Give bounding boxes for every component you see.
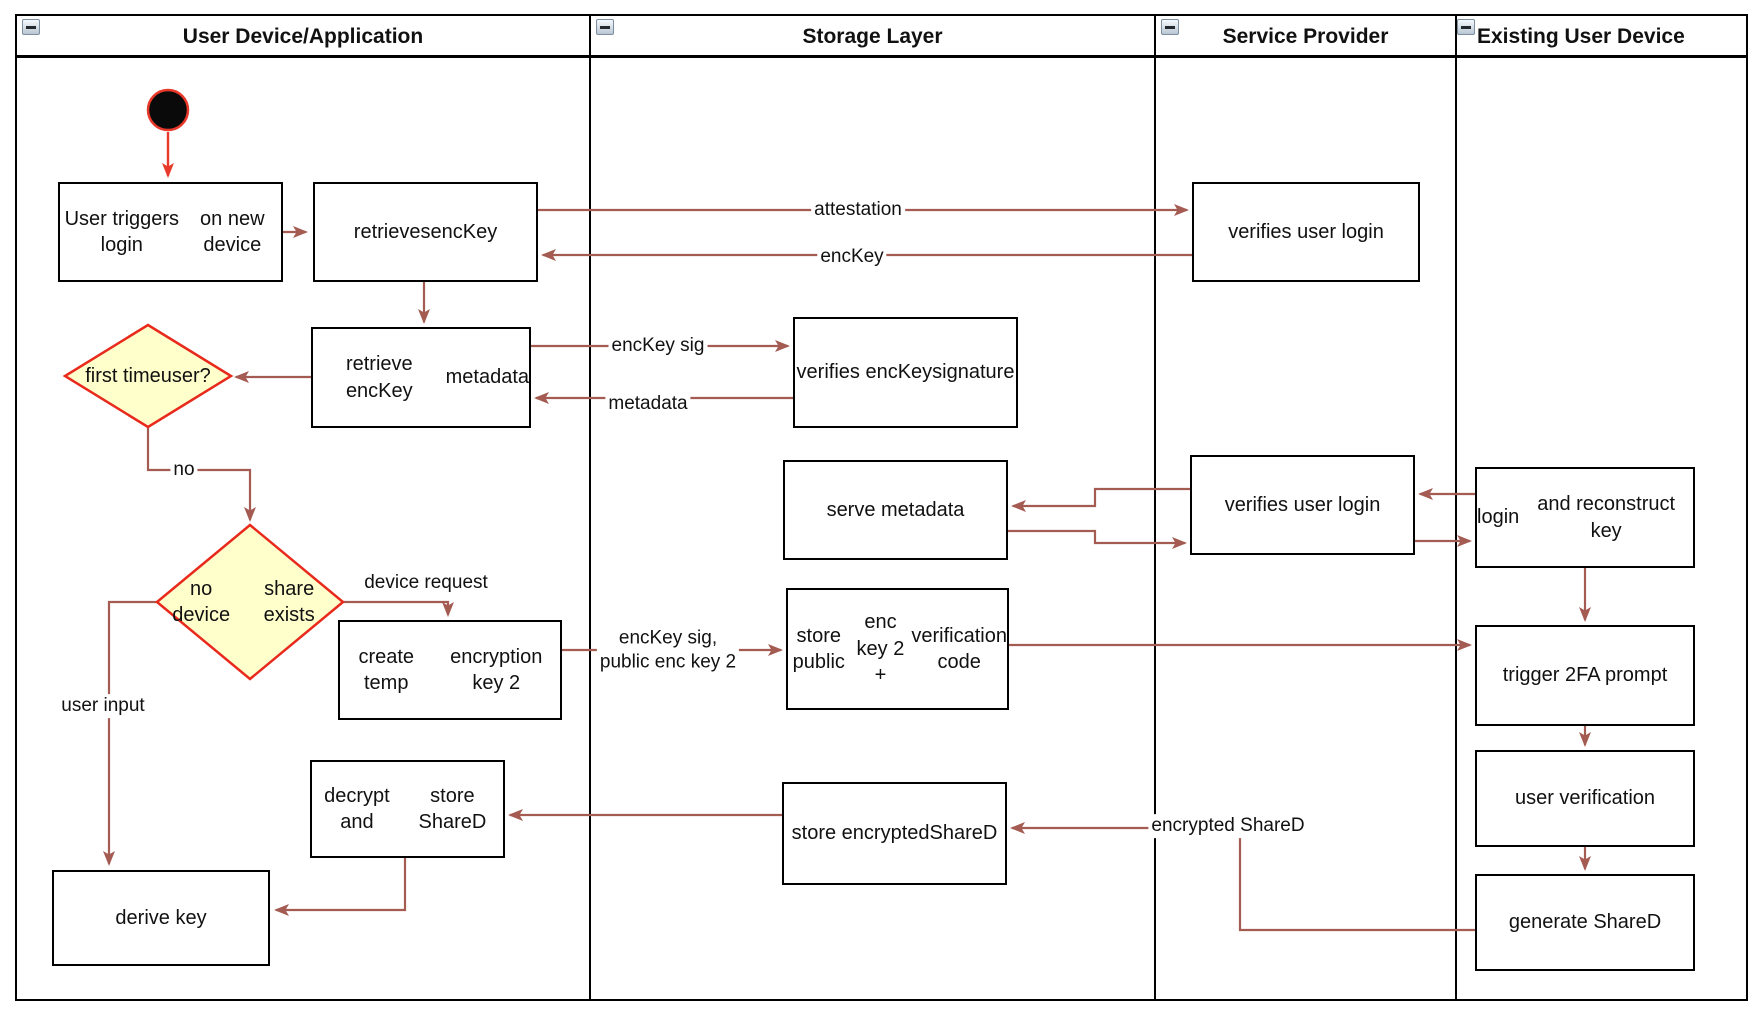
activity-serve-metadata[interactable]: serve metadata	[783, 460, 1008, 560]
edge-label-device-request: device request	[364, 572, 488, 594]
activity-generate-shared[interactable]: generate ShareD	[1475, 874, 1695, 971]
flow-serve-metadata-to-verify[interactable]	[1008, 529, 1187, 549]
lane-header-separator	[15, 55, 1748, 58]
lane-divider	[589, 14, 591, 1001]
edge-label-enckey: encKey	[817, 245, 887, 269]
lane-header-service-provider[interactable]: Service Provider	[1222, 25, 1389, 48]
lane-divider	[1455, 14, 1457, 1001]
minus-icon	[26, 25, 36, 29]
collapse-minus-icon[interactable]	[596, 19, 614, 35]
collapse-minus-icon[interactable]	[1161, 19, 1179, 35]
collapse-minus-icon[interactable]	[22, 19, 40, 35]
edge-label-encrypted-shared: encrypted ShareD	[1148, 814, 1308, 838]
lane-divider	[1154, 14, 1156, 1001]
flow-user-input[interactable]	[103, 600, 157, 866]
edge-label-metadata: metadata	[605, 392, 691, 416]
edge-label-user-input: user input	[58, 694, 148, 718]
activity-trigger-2fa[interactable]: trigger 2FA prompt	[1475, 625, 1695, 726]
minus-icon	[1165, 25, 1175, 29]
decision-no-device-share[interactable]	[155, 523, 345, 681]
minus-icon	[600, 25, 610, 29]
flow-encrypted-shared[interactable]	[1010, 822, 1475, 932]
lane-header-existing-user-device[interactable]: Existing User Device	[1477, 25, 1685, 48]
lane-header-user-device[interactable]: User Device/Application	[182, 25, 424, 48]
edge-label-enckey-sig: encKey sig	[608, 334, 708, 358]
activity-verifies-user-login-1[interactable]: verifies user login	[1192, 182, 1420, 282]
edge-label-enckey-sig-public: encKey sig,public enc key 2	[596, 626, 740, 674]
decision-first-time-user[interactable]	[62, 323, 234, 429]
flow-no-branch[interactable]	[146, 427, 256, 522]
flow-verify-to-serve-metadata[interactable]	[1011, 487, 1190, 512]
flow-device-request[interactable]	[343, 600, 454, 617]
minus-icon	[1461, 25, 1471, 29]
flow-decrypt-to-derive[interactable]	[274, 858, 407, 916]
lane-header-storage-layer[interactable]: Storage Layer	[802, 25, 943, 48]
edge-label-attestation: attestation	[811, 198, 905, 222]
activity-verifies-user-login-2[interactable]: verifies user login	[1190, 455, 1415, 555]
activity-derive-key[interactable]: derive key	[52, 870, 270, 966]
edge-label-no: no	[170, 458, 198, 482]
start-node[interactable]	[146, 88, 190, 132]
activity-user-verification[interactable]: user verification	[1475, 750, 1695, 847]
collapse-minus-icon[interactable]	[1457, 19, 1475, 35]
